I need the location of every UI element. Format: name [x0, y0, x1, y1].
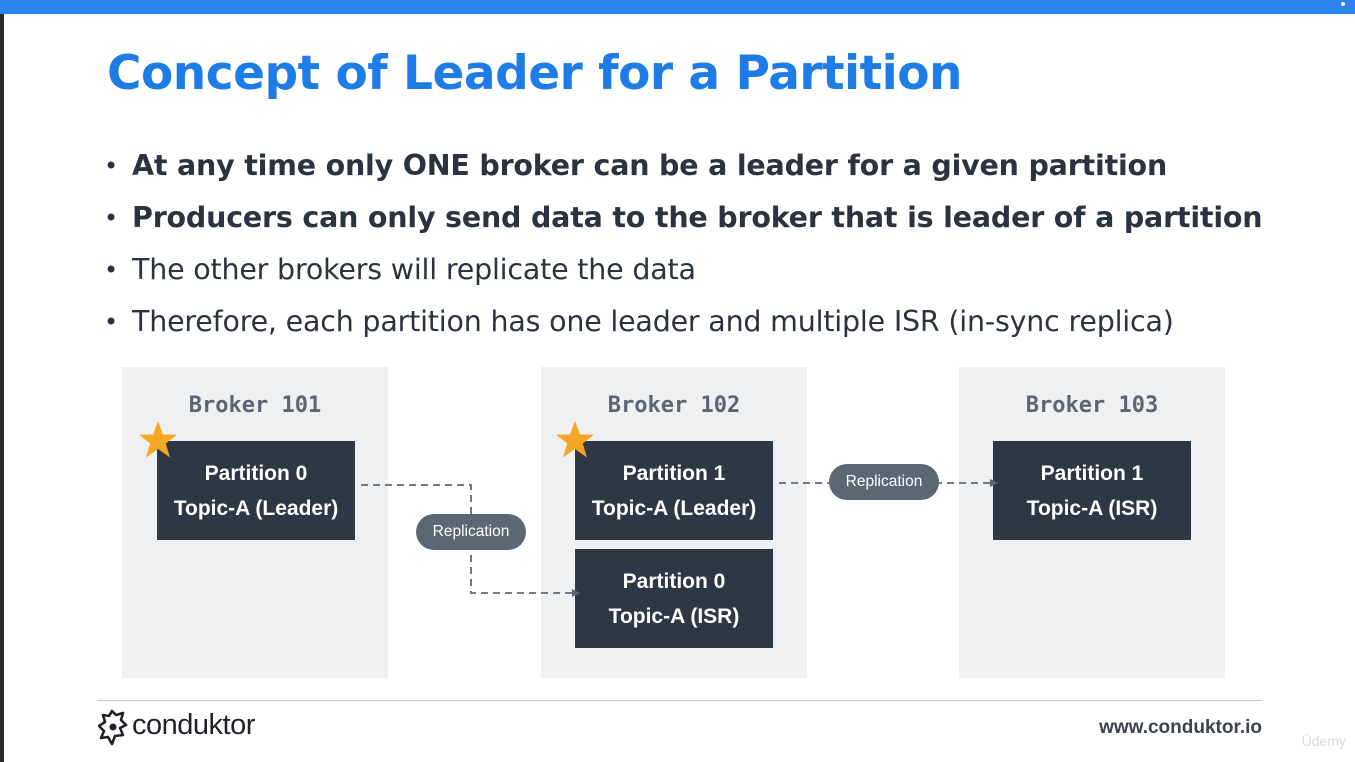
bullet-text: Therefore, each partition has one leader…: [132, 305, 1174, 338]
bullet-dot: •: [104, 256, 118, 284]
partition-name: Partition 0: [622, 569, 726, 593]
footer-url: www.conduktor.io: [1099, 717, 1262, 738]
window-indicator-dot: [1341, 2, 1345, 6]
bullet-list: • At any time only ONE broker can be a l…: [104, 143, 1263, 351]
partition-name: Partition 1: [1040, 461, 1144, 485]
partition-box-broker-102-p0-isr: Partition 0 Topic-A (ISR): [575, 549, 773, 648]
broker-label: Broker 101: [188, 393, 322, 418]
bullet-item: • At any time only ONE broker can be a l…: [104, 143, 1262, 195]
bullet-item: • Producers can only send data to the br…: [104, 195, 1263, 247]
conduktor-logo-icon: [98, 709, 128, 746]
star-icon: [139, 421, 177, 458]
partition-topic-role: Topic-A (Leader): [173, 496, 339, 520]
bullet-dot: •: [104, 152, 118, 180]
partition-topic-role: Topic-A (ISR): [1026, 496, 1158, 520]
partition-topic-role: Topic-A (Leader): [591, 496, 757, 520]
footer-divider: [97, 700, 1262, 701]
arrowhead-icon: [990, 479, 998, 487]
udemy-watermark: Ūdemy: [1301, 733, 1346, 749]
top-accent-bar: [0, 0, 1355, 14]
slide-title: Concept of Leader for a Partition: [107, 46, 963, 101]
replication-pill: Replication: [829, 464, 939, 500]
conduktor-logo-text: conduktor: [132, 709, 255, 741]
replication-line-p0: [361, 484, 574, 594]
partition-box-broker-103-p1-isr: Partition 1 Topic-A (ISR): [993, 441, 1191, 540]
bullet-item: • Therefore, each partition has one lead…: [104, 299, 1262, 351]
partition-name: Partition 0: [204, 461, 308, 485]
left-window-edge: [0, 14, 4, 762]
replication-pill: Replication: [416, 514, 526, 550]
bullet-dot: •: [104, 308, 118, 336]
bullet-text: At any time only ONE broker can be a lea…: [132, 149, 1168, 182]
bullet-text: The other brokers will replicate the dat…: [132, 253, 696, 286]
partition-topic-role: Topic-A (ISR): [608, 604, 740, 628]
broker-label: Broker 103: [1025, 393, 1159, 418]
star-icon: [556, 421, 594, 458]
partition-box-broker-101-p0-leader: Partition 0 Topic-A (Leader): [157, 441, 355, 540]
bullet-dot: •: [104, 204, 118, 232]
partition-box-broker-102-p1-leader: Partition 1 Topic-A (Leader): [575, 441, 773, 540]
arrowhead-icon: [572, 589, 580, 597]
broker-label: Broker 102: [607, 393, 741, 418]
bullet-text: Producers can only send data to the brok…: [132, 201, 1263, 234]
bullet-item: • The other brokers will replicate the d…: [104, 247, 1262, 299]
partition-name: Partition 1: [622, 461, 726, 485]
